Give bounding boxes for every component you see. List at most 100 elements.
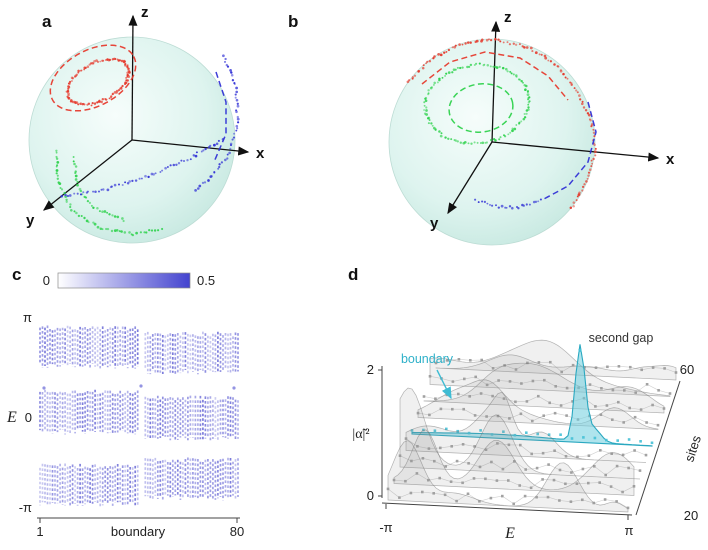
trajectory-red-dot bbox=[572, 201, 576, 204]
trajectory-red-dot bbox=[77, 103, 80, 106]
trajectory-blue-dot bbox=[228, 151, 231, 155]
site-marker bbox=[656, 423, 660, 427]
trajectory-blue-dot bbox=[217, 167, 220, 170]
site-marker bbox=[501, 467, 505, 471]
site-marker bbox=[541, 451, 545, 455]
boundary-marker bbox=[559, 433, 562, 436]
trajectory-red-dot bbox=[117, 88, 121, 92]
site-marker bbox=[479, 392, 483, 395]
trajectory-blue-dot bbox=[515, 205, 519, 209]
boundary-marker bbox=[582, 436, 585, 439]
ztick-2: 2 bbox=[367, 362, 374, 377]
site-marker bbox=[575, 482, 579, 485]
trajectory-blue-dot bbox=[192, 154, 196, 157]
site-marker bbox=[463, 377, 466, 381]
site-marker bbox=[606, 365, 609, 369]
trajectory-green-dot bbox=[498, 65, 501, 69]
site-marker bbox=[531, 379, 535, 383]
colorbar-min-label: 0 bbox=[43, 273, 50, 288]
sites-tick-20: 20 bbox=[684, 508, 698, 523]
bulk-row bbox=[393, 429, 635, 496]
trajectory-red-dot bbox=[119, 87, 122, 90]
site-marker bbox=[553, 449, 556, 452]
trajectory-green-dot bbox=[438, 77, 441, 81]
trajectory-green-dot bbox=[525, 84, 528, 88]
site-marker bbox=[478, 465, 482, 469]
site-marker bbox=[629, 365, 632, 369]
trajectory-green-dot bbox=[88, 201, 92, 205]
trajectory-green-dot bbox=[526, 90, 529, 93]
trajectory-blue-dot bbox=[224, 57, 227, 61]
marker-line bbox=[399, 455, 641, 476]
trajectory-blue-dot bbox=[232, 136, 236, 139]
site-marker bbox=[490, 460, 493, 464]
trajectory-blue-dot bbox=[147, 175, 150, 179]
site-marker bbox=[546, 495, 550, 499]
site-marker bbox=[603, 498, 607, 501]
site-marker bbox=[421, 490, 424, 494]
site-marker bbox=[587, 481, 590, 485]
trajectory-red-dot bbox=[125, 79, 128, 82]
trajectory-green-dot bbox=[499, 136, 502, 139]
trajectory-red-dot bbox=[128, 71, 131, 75]
site-marker bbox=[632, 485, 636, 488]
trajectory-blue-dot bbox=[86, 190, 89, 193]
site-marker bbox=[432, 492, 435, 495]
site-marker bbox=[386, 487, 390, 491]
site-marker bbox=[507, 479, 510, 482]
trajectory-green-dot bbox=[476, 141, 479, 144]
site-marker bbox=[531, 419, 534, 423]
site-marker bbox=[645, 383, 649, 386]
trajectory-red-dot bbox=[422, 64, 425, 67]
site-marker bbox=[663, 367, 666, 370]
trajectory-green-dot bbox=[439, 134, 443, 138]
trajectory-red-dot bbox=[125, 76, 128, 79]
boundary-marker bbox=[570, 437, 574, 440]
colorbar bbox=[57, 272, 191, 289]
trajectory-blue-dot bbox=[231, 138, 234, 141]
trajectory-blue-dot bbox=[197, 187, 200, 190]
trajectory-blue-dot bbox=[517, 207, 520, 210]
trajectory-blue-dot bbox=[500, 204, 504, 208]
trajectory-green-dot bbox=[473, 63, 476, 67]
trajectory-green-dot bbox=[143, 231, 146, 234]
sites-tick-60: 60 bbox=[680, 362, 694, 377]
trajectory-red-dot bbox=[120, 59, 124, 63]
trajectory-red-dot bbox=[581, 100, 584, 103]
trajectory-red-dot bbox=[96, 101, 99, 104]
trajectory-red-dot bbox=[426, 60, 429, 63]
trajectory-green-dot bbox=[84, 196, 88, 199]
site-marker bbox=[514, 400, 517, 404]
z-axis-label-b: z bbox=[504, 9, 512, 26]
panel-a-label: a bbox=[42, 12, 52, 31]
trajectory-blue-dot bbox=[218, 165, 221, 169]
in-gap-state-dot bbox=[139, 384, 143, 388]
trajectory-blue-dot bbox=[140, 177, 143, 180]
trajectory-green-dashed bbox=[448, 83, 514, 133]
site-marker bbox=[409, 491, 413, 495]
trajectory-green-dot bbox=[76, 180, 79, 184]
trajectory-blue-dot bbox=[203, 181, 207, 184]
site-marker bbox=[484, 448, 488, 451]
panel-d-label: d bbox=[348, 265, 358, 284]
trajectory-red-dot bbox=[569, 206, 573, 210]
trajectory-red-dot bbox=[581, 189, 584, 192]
site-marker bbox=[640, 368, 643, 372]
trajectory-red-dot bbox=[73, 100, 76, 103]
bulk-row bbox=[405, 391, 647, 463]
trajectory-green-dot bbox=[501, 66, 505, 70]
site-marker bbox=[461, 481, 464, 485]
trajectory-green-dot bbox=[431, 124, 434, 127]
trajectory-green-dot bbox=[520, 120, 523, 123]
site-marker bbox=[512, 502, 515, 506]
site-marker bbox=[428, 375, 432, 378]
trajectory-red-dot bbox=[447, 48, 451, 52]
trajectory-green-dot bbox=[65, 198, 68, 201]
xtick-1: 1 bbox=[36, 524, 43, 539]
trajectory-green-dot bbox=[86, 199, 90, 203]
trajectory-blue-dot bbox=[92, 190, 95, 193]
boundary-arrow bbox=[436, 369, 452, 400]
trajectory-green-dot bbox=[473, 141, 476, 144]
trajectory-green-dot bbox=[103, 210, 107, 213]
site-marker bbox=[438, 476, 441, 480]
